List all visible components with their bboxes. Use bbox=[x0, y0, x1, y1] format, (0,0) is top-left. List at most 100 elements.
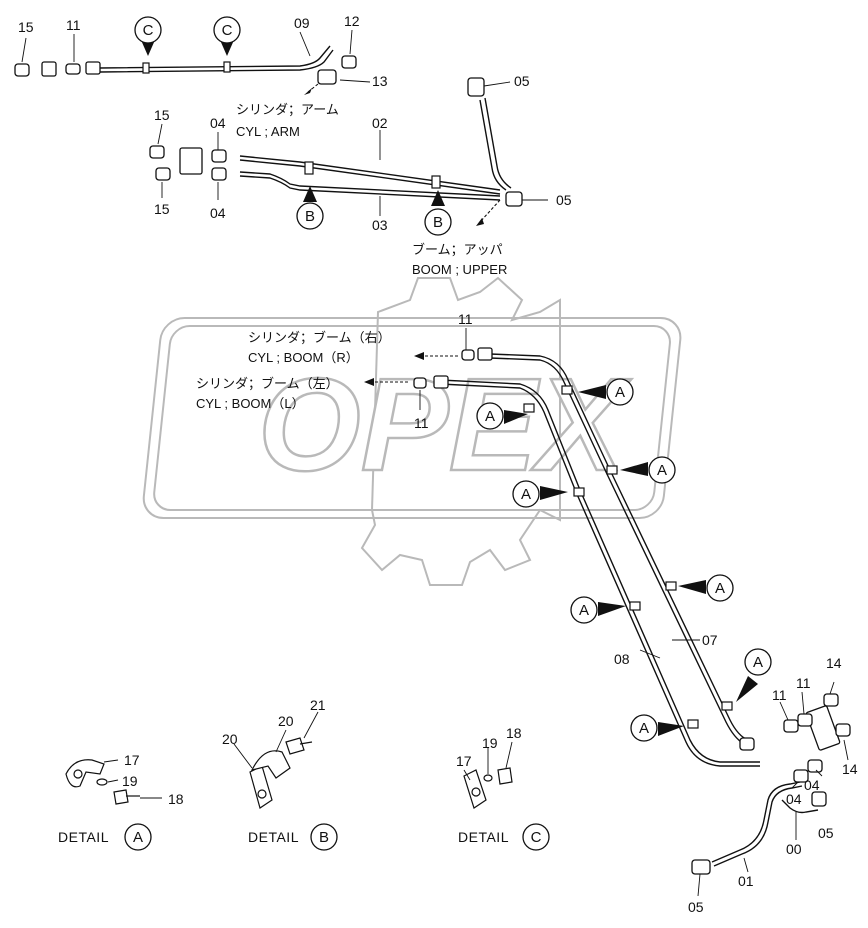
callout-a2-circle bbox=[476, 402, 504, 430]
clamp-c2 bbox=[223, 61, 231, 73]
part-01: 01 bbox=[738, 873, 754, 889]
fitting-11-r-a bbox=[783, 719, 799, 733]
callout-c2: C bbox=[222, 22, 233, 39]
clamp-a6 bbox=[629, 601, 641, 611]
callout-a1-circle bbox=[606, 378, 634, 406]
fitting-04-b bbox=[211, 167, 227, 181]
detail-c-leaders bbox=[463, 741, 513, 781]
fitting-07-end bbox=[739, 737, 755, 751]
fitting-15-b bbox=[155, 167, 171, 181]
part-03: 03 bbox=[372, 217, 388, 233]
part-15-top: 15 bbox=[18, 19, 34, 35]
detail-a-label: DETAIL bbox=[58, 829, 109, 845]
detail-captions: DETAIL A DETAIL B DETAIL C bbox=[58, 823, 550, 851]
part-14-a: 14 bbox=[826, 655, 842, 671]
detail-c-letter: C bbox=[531, 829, 542, 846]
part-17-a: 17 bbox=[124, 752, 140, 768]
dest-cyl-arm-en: CYL ; ARM bbox=[236, 124, 300, 139]
callout-b2: B bbox=[433, 214, 443, 231]
watermark-gear bbox=[360, 276, 561, 586]
leader-lines bbox=[21, 29, 849, 897]
callout-a5-circle bbox=[706, 574, 734, 602]
clamp-a3 bbox=[606, 465, 618, 475]
dest-arrowheads bbox=[304, 88, 484, 386]
part-13: 13 bbox=[372, 73, 388, 89]
hose-03 bbox=[239, 171, 501, 197]
detail-part-numbers: 17 19 18 20 20 21 17 19 18 bbox=[122, 697, 522, 807]
part-18-a: 18 bbox=[168, 791, 184, 807]
part-number-labels: 15 11 09 12 13 05 02 15 04 05 15 04 03 1… bbox=[18, 13, 858, 915]
watermark-frame-inner bbox=[153, 325, 671, 511]
callout-a3-circle bbox=[648, 456, 676, 484]
watermark bbox=[142, 276, 682, 586]
fitting-15-top bbox=[14, 63, 30, 77]
clamp-b2 bbox=[431, 175, 441, 189]
callout-a3: A bbox=[657, 462, 667, 479]
callout-b2-circle bbox=[424, 208, 452, 236]
part-11-mid-a: 11 bbox=[458, 311, 473, 327]
hose-03-inner bbox=[239, 175, 501, 201]
callout-c1-circle bbox=[134, 16, 162, 44]
fitting-14-a bbox=[823, 693, 839, 707]
callout-c2-circle bbox=[213, 16, 241, 44]
detail-b-leaders bbox=[233, 711, 319, 769]
detail-a-circle bbox=[124, 823, 152, 851]
callout-a7-circle bbox=[744, 648, 772, 676]
part-14-b: 14 bbox=[842, 761, 858, 777]
part-05-bottom: 05 bbox=[688, 899, 704, 915]
callout-b1: B bbox=[305, 208, 315, 225]
part-11-r-b: 11 bbox=[796, 675, 811, 691]
callout-pointers bbox=[141, 40, 758, 736]
part-05-right: 05 bbox=[556, 192, 572, 208]
fitting-15-a bbox=[149, 145, 165, 159]
hose-boom-upper-inner bbox=[484, 97, 512, 189]
clamps bbox=[142, 61, 733, 729]
part-09: 09 bbox=[294, 15, 310, 31]
detail-b-letter: B bbox=[319, 829, 329, 846]
clamp-a1 bbox=[561, 385, 573, 395]
callout-a4: A bbox=[521, 486, 531, 503]
callout-letters: C C B B A A A A A A A A bbox=[143, 22, 763, 737]
hose-09 bbox=[99, 45, 331, 69]
fitting-14-b bbox=[835, 723, 851, 737]
detail-a-letter: A bbox=[133, 829, 143, 846]
detail-c-label: DETAIL bbox=[458, 829, 509, 845]
callout-a7: A bbox=[753, 654, 763, 671]
dest-cyl-boom-r-en: CYL ; BOOM（R） bbox=[248, 350, 359, 365]
callout-b1-circle bbox=[296, 202, 324, 230]
callout-circles bbox=[134, 16, 772, 742]
fittings bbox=[14, 55, 851, 875]
part-18-c: 18 bbox=[506, 725, 522, 741]
hose-lines bbox=[99, 45, 819, 867]
hose-09-inner bbox=[99, 49, 334, 73]
block-right bbox=[805, 705, 841, 751]
fitting-12 bbox=[341, 55, 357, 69]
part-15-a: 15 bbox=[154, 107, 170, 123]
detail-a-leaders bbox=[103, 759, 162, 799]
fitting-13 bbox=[317, 69, 337, 85]
callout-a6-circle bbox=[570, 596, 598, 624]
hose-00 bbox=[781, 799, 819, 814]
fitting-04-a bbox=[211, 149, 227, 163]
part-07: 07 bbox=[702, 632, 718, 648]
part-12: 12 bbox=[344, 13, 360, 29]
detail-b-circle bbox=[310, 823, 338, 851]
hose-02 bbox=[239, 155, 501, 191]
callout-c1: C bbox=[143, 22, 154, 39]
dest-cyl-arm-jp: シリンダ；アーム bbox=[236, 103, 339, 118]
fitting-nut-top bbox=[85, 61, 101, 75]
clamp-a5 bbox=[665, 581, 677, 591]
callout-a4-circle bbox=[512, 480, 540, 508]
hose-boom-upper bbox=[479, 99, 507, 191]
fitting-11-mid-b bbox=[413, 377, 427, 389]
detail-b-drawing bbox=[249, 737, 313, 809]
callout-a8-circle bbox=[630, 714, 658, 742]
part-15-b: 15 bbox=[154, 201, 170, 217]
callout-a6: A bbox=[579, 602, 589, 619]
fitting-11-top bbox=[65, 63, 81, 75]
block-left bbox=[179, 147, 203, 175]
hose-07 bbox=[489, 353, 749, 741]
fitting-05-top bbox=[467, 77, 485, 97]
